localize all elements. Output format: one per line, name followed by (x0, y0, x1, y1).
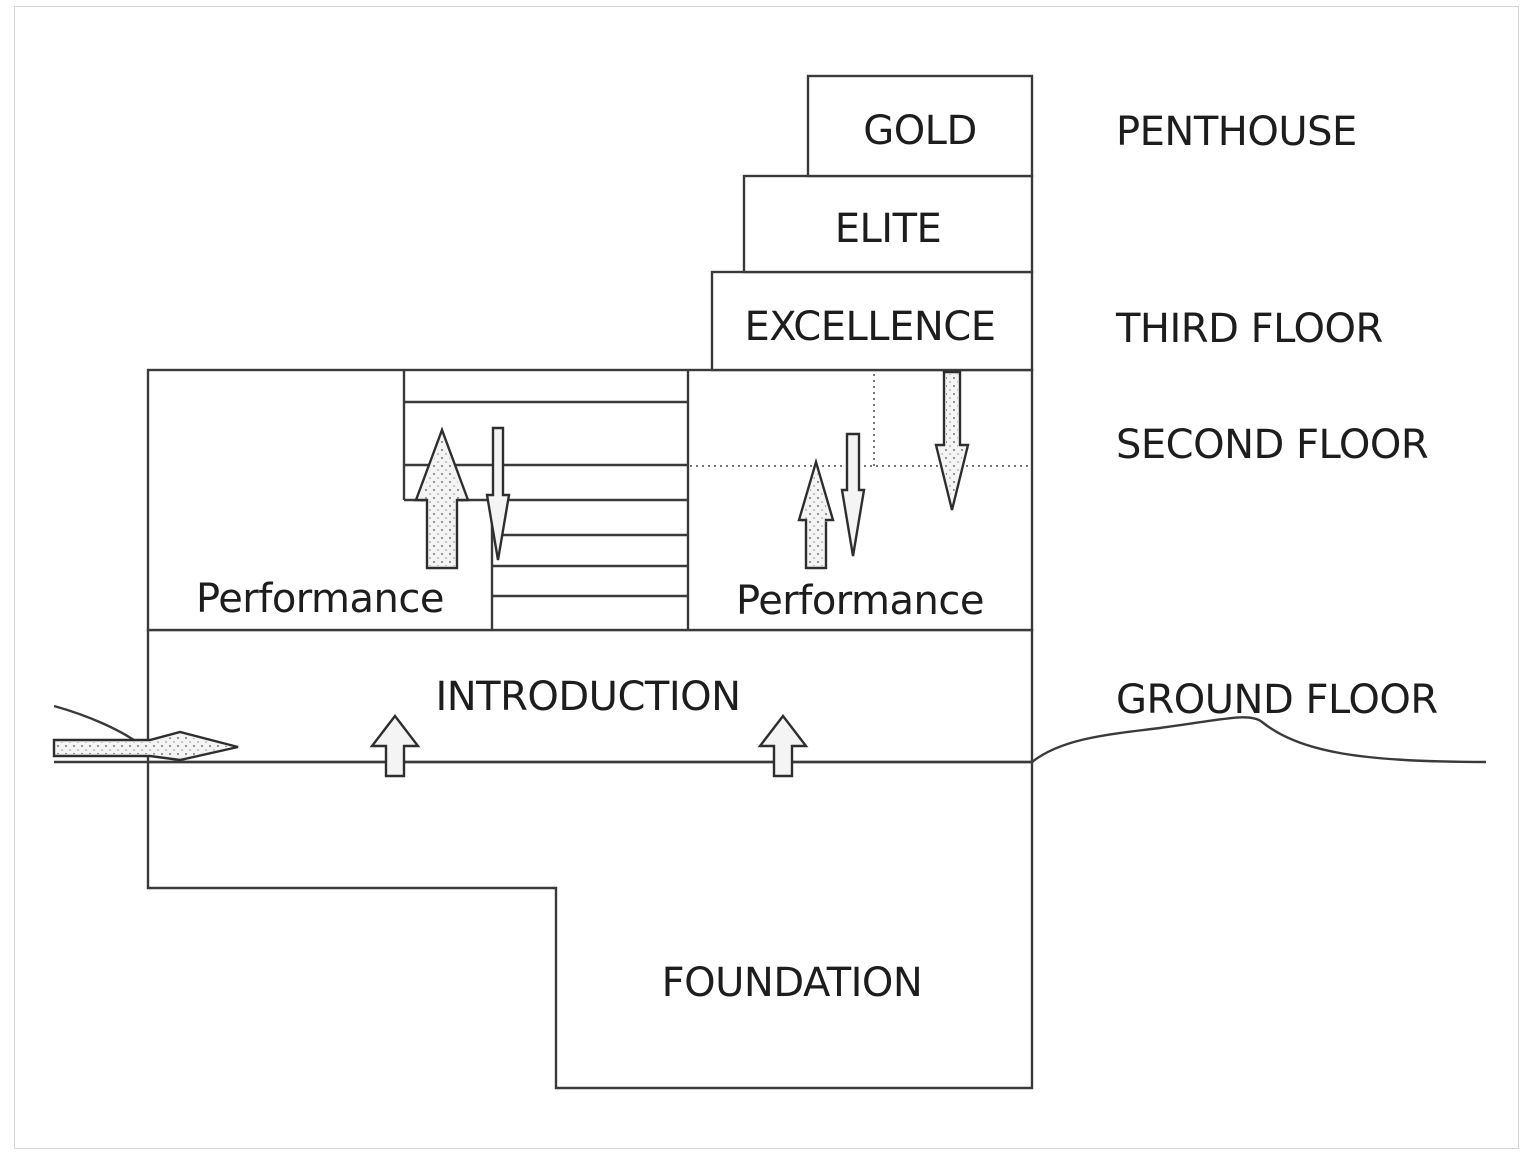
gold-block (806, 74, 1034, 178)
gold-label: GOLD (863, 108, 977, 154)
introduction-block (146, 628, 1034, 764)
entry-arrow-wing (53, 704, 141, 745)
introduction-label: INTRODUCTION (435, 674, 740, 720)
floor-label-second: SECOND FLOOR (1116, 422, 1428, 468)
elite-label: ELITE (835, 206, 942, 252)
excellence-block (710, 270, 1034, 372)
up-arrow-fill (802, 468, 830, 566)
up-arrow-icon (757, 714, 809, 778)
foundation-label: FOUNDATION (662, 960, 923, 1006)
performance-label-right: Performance (736, 578, 984, 624)
floor-label-ground: GROUND FLOOR (1116, 677, 1438, 723)
up-arrow-fill (420, 436, 464, 566)
down-arrow-fill (940, 374, 964, 502)
foundation-block (146, 762, 1034, 1090)
terrain-curve (1031, 716, 1487, 764)
excellence-label: EXCELLENCE (745, 304, 996, 350)
performance-label-left: Performance (196, 576, 444, 622)
floor-label-penthouse: PENTHOUSE (1116, 109, 1357, 155)
up-arrow-icon (369, 714, 421, 778)
down-arrow-icon (485, 426, 511, 561)
elite-block (742, 174, 1034, 274)
entry-arrow-fill (56, 735, 230, 758)
down-arrow-icon (840, 432, 866, 557)
floor-label-third: THIRD FLOOR (1115, 306, 1383, 352)
